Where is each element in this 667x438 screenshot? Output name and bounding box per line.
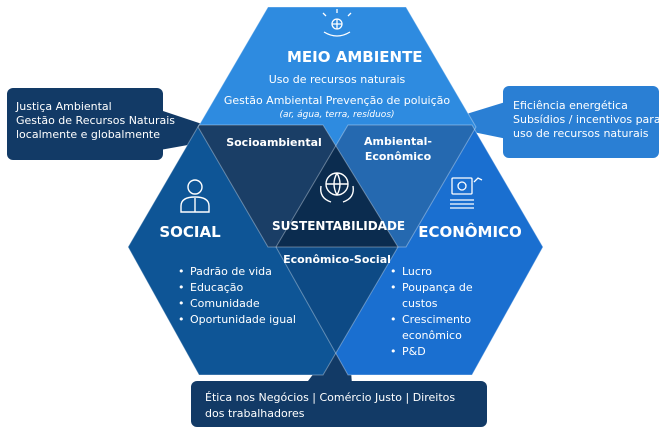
callout-right-line: Subsídios / incentivos para	[513, 113, 661, 126]
overlap-center	[276, 125, 398, 247]
callout-right-tail	[434, 100, 512, 140]
label-economico-social: Econômico-Social	[283, 253, 391, 266]
callout-left-line: Justiça Ambiental	[16, 100, 112, 113]
callout-right: Eficiência energética Subsídios / incent…	[503, 86, 661, 158]
callout-bottom-line: Ética nos Negócios | Comércio Justo | Di…	[205, 391, 456, 404]
label-ambiental-economico-line: Econômico	[364, 150, 432, 163]
environment-line-2: Gestão Ambiental Prevenção de poluição	[223, 94, 451, 107]
economic-item: Lucro	[402, 265, 432, 278]
callout-left-line: localmente e globalmente	[16, 128, 161, 141]
callout-right-line: Eficiência energética	[513, 99, 628, 112]
social-list: Padrão de vida Educação Comunidade Oport…	[178, 264, 296, 328]
economic-item: Poupança de	[402, 281, 473, 294]
environment-line-3: (ar, água, terra, resíduos)	[279, 110, 395, 120]
callout-bottom-line: dos trabalhadores	[205, 407, 305, 420]
environment-line-1: Uso de recursos naturais	[268, 73, 406, 86]
economic-item: econômico	[402, 329, 462, 342]
label-socioambiental: Socioambiental	[226, 136, 322, 149]
social-item: Comunidade	[178, 296, 296, 312]
social-item: Educação	[178, 280, 296, 296]
economic-item: P&D	[402, 345, 426, 358]
social-title: SOCIAL	[159, 223, 221, 241]
callout-right-line: uso de recursos naturais	[513, 127, 649, 140]
economic-item: custos	[402, 297, 438, 310]
label-ambiental-economico: Ambiental- Econômico	[353, 134, 443, 164]
social-item: Oportunidade igual	[178, 312, 296, 328]
economic-list: • Lucro • Poupança de custos • Crescimen…	[390, 265, 473, 358]
social-item: Padrão de vida	[178, 264, 296, 280]
economic-item: Crescimento	[402, 313, 472, 326]
callout-left: Justiça Ambiental Gestão de Recursos Nat…	[7, 88, 175, 160]
callout-bottom: Ética nos Negócios | Comércio Justo | Di…	[191, 381, 487, 427]
label-center: SUSTENTABILIDADE	[272, 219, 406, 233]
money-chart-icon	[450, 177, 483, 209]
environment-title: MEIO AMBIENTE	[287, 48, 423, 66]
globe-hands-icon	[320, 172, 354, 203]
callout-left-line: Gestão de Recursos Naturais	[16, 114, 176, 127]
label-ambiental-economico-line: Ambiental-	[364, 135, 432, 148]
economic-title: ECONÔMICO	[418, 223, 522, 241]
person-icon	[180, 179, 210, 213]
earth-hand-icon	[322, 9, 352, 37]
